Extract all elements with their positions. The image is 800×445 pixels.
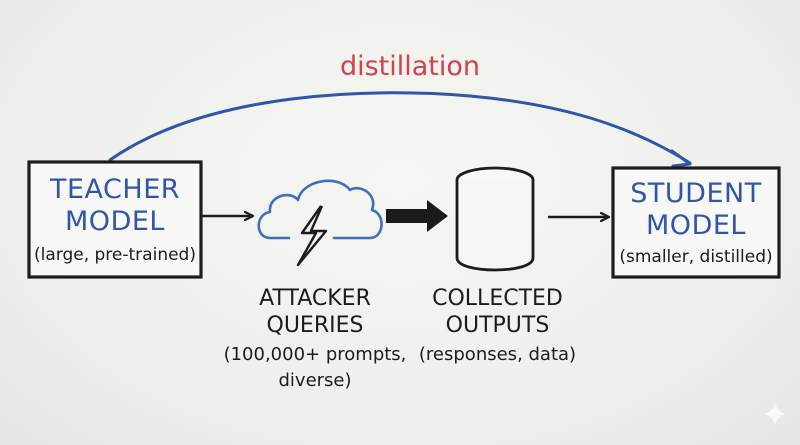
distillation-arc — [108, 91, 692, 165]
teacher-model-box — [27, 160, 203, 279]
collected-sub-line1: (responses, data) — [418, 344, 577, 365]
cloud-icon — [257, 179, 383, 240]
student-subtitle: (smaller, distilled) — [619, 247, 773, 267]
queries-to-outputs-bold-arrow — [386, 200, 448, 232]
collected-label-line2: OUTPUTS — [445, 313, 550, 338]
database-cylinder-icon — [455, 166, 535, 272]
lightning-bolt-icon — [296, 205, 328, 267]
attacker-label-line1: ATTACKER — [259, 286, 371, 311]
teacher-title-line1: TEACHER — [49, 174, 181, 205]
student-title-line1: STUDENT — [630, 178, 762, 209]
distillation-label: distillation — [339, 51, 481, 82]
attacker-sub-line1: (100,000+ prompts, — [223, 344, 407, 365]
sparkle-icon — [764, 402, 786, 426]
student-title-line2: MODEL — [646, 210, 746, 241]
student-model-box — [611, 166, 781, 279]
teacher-title-line2: MODEL — [65, 206, 165, 237]
teacher-subtitle: (large, pre-trained) — [34, 245, 196, 265]
collected-label-line1: COLLECTED — [432, 286, 563, 311]
attacker-sub-line2: diverse) — [278, 370, 352, 391]
distillation-arrowhead-icon — [670, 149, 692, 168]
attacker-label-line2: QUERIES — [266, 313, 364, 338]
